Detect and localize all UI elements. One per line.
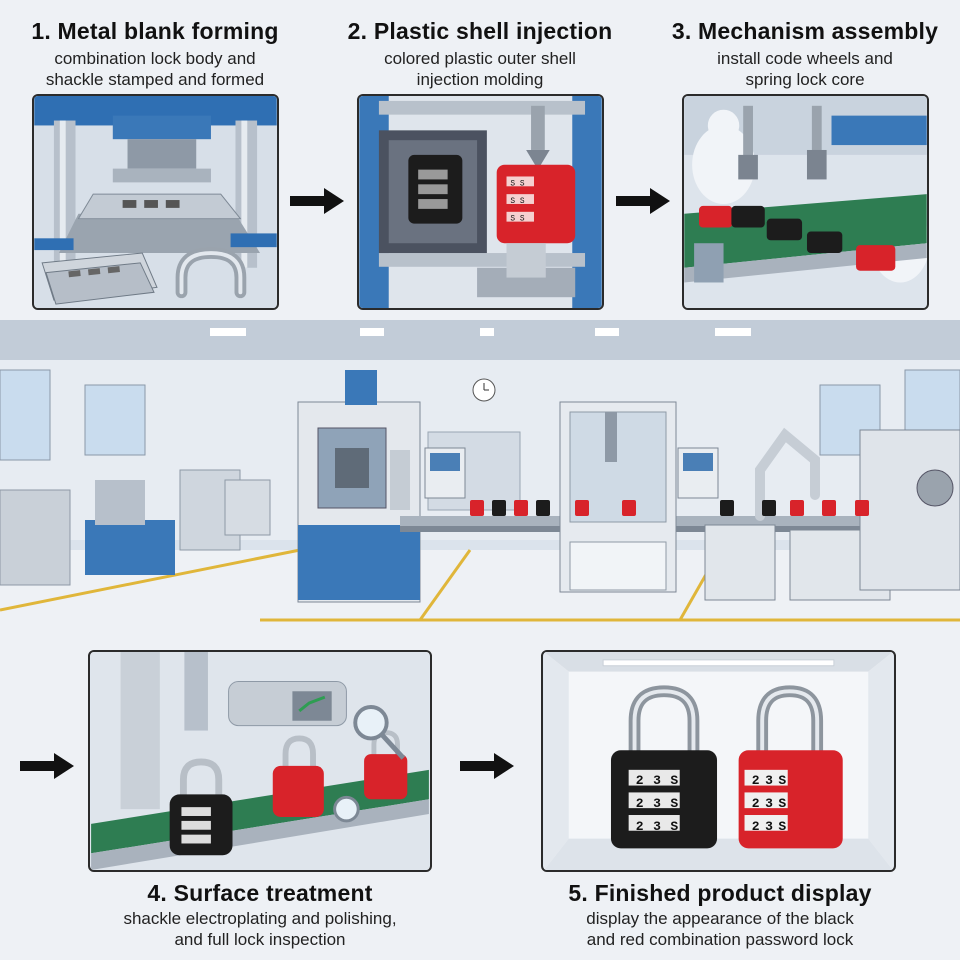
step-3-desc-line2: spring lock core xyxy=(745,70,865,89)
code-digit: S xyxy=(670,795,679,811)
conveyor-locks xyxy=(470,500,869,516)
arrow-right-icon xyxy=(20,753,74,779)
step-2-desc-line1: colored plastic outer shell xyxy=(384,49,576,68)
code-digit: 2 xyxy=(751,795,760,811)
step-2-desc-line2: injection molding xyxy=(416,70,544,89)
code-digit: S xyxy=(778,818,787,834)
step-1-desc-line2: shackle stamped and formed xyxy=(45,70,265,89)
svg-text:S S: S S xyxy=(510,197,524,206)
code-digit: 3 xyxy=(653,818,661,834)
stamping-press-illustration xyxy=(34,96,277,308)
step-1-illustration xyxy=(32,94,279,310)
arrow-right-icon xyxy=(460,753,514,779)
arrow-right-icon xyxy=(616,188,670,214)
step-4-title: 4. Surface treatment xyxy=(147,880,373,906)
step-3-desc-line1: install code wheels and xyxy=(717,49,893,68)
code-digit: 3 xyxy=(765,818,773,834)
step-2-title: 2. Plastic shell injection xyxy=(347,18,613,44)
step-1-title: 1. Metal blank forming xyxy=(31,18,279,44)
arrow-right-icon xyxy=(290,188,344,214)
step-3-illustration xyxy=(682,94,929,310)
step-3-title: 3. Mechanism assembly xyxy=(671,18,939,44)
code-digit: S xyxy=(670,818,679,834)
code-digit: 2 xyxy=(635,818,644,834)
code-digit: 3 xyxy=(653,772,661,788)
code-digit: 2 xyxy=(751,772,760,788)
code-digit: 2 xyxy=(635,772,644,788)
injection-mold-illustration: S S S S S S xyxy=(359,96,602,308)
code-digit: S xyxy=(778,772,787,788)
inspection-conveyor-illustration xyxy=(91,652,429,870)
step-5-desc-line2: and red combination password lock xyxy=(586,930,854,949)
code-digit: S xyxy=(778,795,787,811)
svg-text:S S: S S xyxy=(510,179,524,188)
step-4-desc-line1: shackle electroplating and polishing, xyxy=(123,909,397,928)
step-1-desc-line1: combination lock body and xyxy=(54,49,256,68)
code-digit: 3 xyxy=(653,795,661,811)
step-5-title: 5. Finished product display xyxy=(568,880,872,906)
step-2-illustration: S S S S S S xyxy=(357,94,604,310)
step-4-illustration xyxy=(88,650,432,872)
code-digit: 3 xyxy=(765,795,773,811)
code-digit: S xyxy=(670,772,679,788)
display-case-illustration xyxy=(544,652,893,870)
code-digit: 2 xyxy=(635,795,644,811)
factory-production-line-illustration xyxy=(0,320,960,640)
code-digit: 3 xyxy=(765,772,773,788)
code-digit: 2 xyxy=(751,818,760,834)
step-5-desc-line1: display the appearance of the black xyxy=(586,909,854,928)
step-4-desc-line2: and full lock inspection xyxy=(174,930,346,949)
assembly-line-illustration xyxy=(684,96,927,308)
svg-text:S S: S S xyxy=(510,215,524,224)
